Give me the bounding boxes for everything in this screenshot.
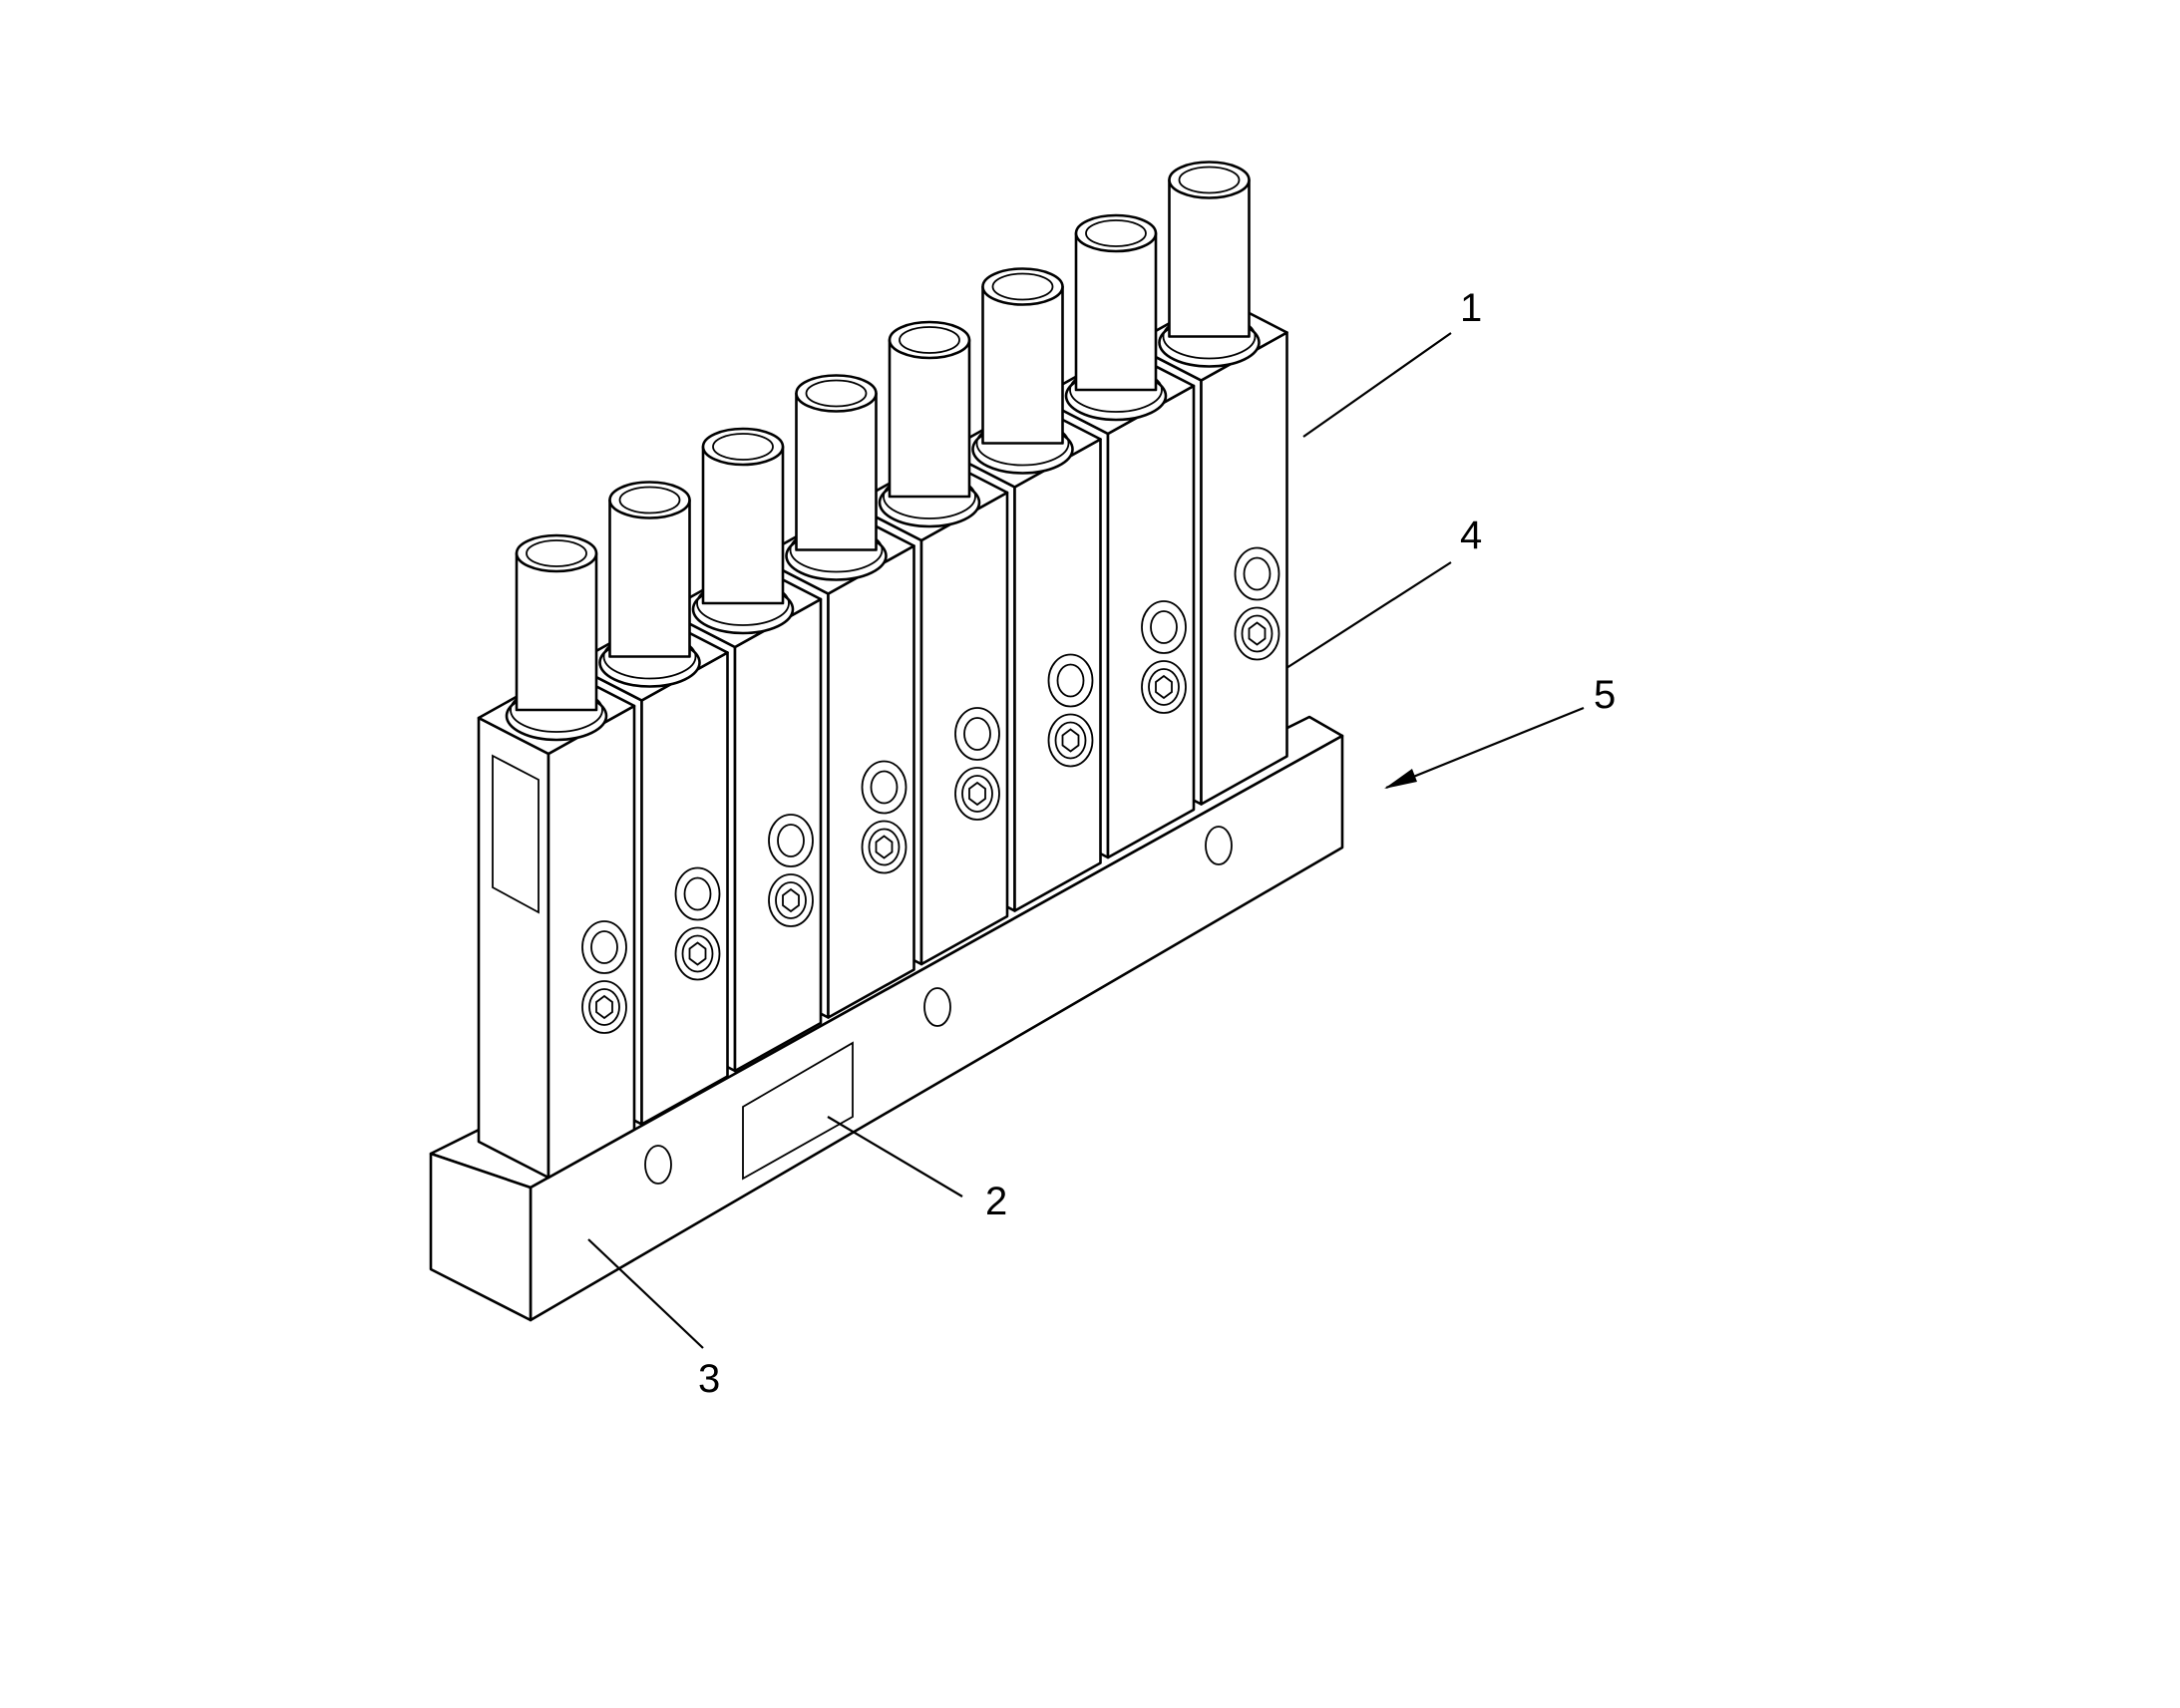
hex-socket-icon [782,887,800,913]
screw-inner [961,775,993,813]
callout-4: 4 [1460,513,1482,557]
base-hole [923,987,951,1027]
screw-inner [588,988,620,1026]
screw-inner [1148,668,1180,706]
leader-lines [587,332,1585,1349]
screw-inner [1054,721,1087,760]
screw-inner [1241,614,1273,653]
cap-body [608,499,691,658]
port-ring [768,814,814,867]
port-hole [963,717,991,751]
screw-head [768,873,814,927]
port-ring [861,760,908,815]
cap-body [701,445,785,605]
base-nameplate [742,1041,854,1181]
port-hole [1243,556,1272,591]
leader-2 [827,1116,963,1197]
hex-socket-icon [688,941,707,966]
port-hole [590,930,618,964]
port-hole [870,770,899,805]
cap-body [888,338,971,499]
valve-modules [477,161,1288,1180]
leader-1 [1302,332,1452,438]
screw-inner [681,934,714,973]
screw-head [1141,660,1187,714]
hex-socket-icon [595,994,613,1020]
screw-head [954,767,1000,821]
valve-module [477,533,636,1180]
cap-top-inner [618,486,681,514]
cap-top-inner [899,326,960,354]
cap-top-inner [1085,219,1147,247]
cap-top-inner [712,433,774,461]
port-ring [954,707,1000,761]
screw-head [1047,713,1094,768]
callout-labels: 1 2 3 4 5 [698,286,1616,1401]
port-hole [1056,663,1085,698]
port-ring [1141,600,1187,654]
port-ring [581,920,627,974]
cap-body [795,392,878,551]
screw-inner [868,828,901,866]
cap-top-inner [991,272,1054,301]
port-hole [683,876,712,911]
screw-head [674,926,721,981]
hex-socket-icon [1061,728,1080,753]
cap-body [981,285,1064,445]
cap-top-inner [1178,166,1241,194]
screw-head [581,980,627,1034]
port-ring [674,866,721,921]
label-window [492,754,540,914]
cap-body [515,551,598,712]
base-hole [1205,826,1233,865]
screw-head [1234,606,1280,661]
leader-3 [587,1238,704,1349]
cap-top-inner [526,539,587,567]
callout-3: 3 [698,1357,720,1401]
screw-inner [775,881,807,919]
port-ring [1234,546,1280,601]
cap-body [1168,178,1251,338]
callout-5: 5 [1594,673,1616,717]
hex-socket-icon [1248,621,1267,646]
callout-1: 1 [1460,286,1482,330]
screw-head [861,820,908,874]
port-hole [1150,610,1178,644]
cap-top-inner [805,379,868,408]
leader-4 [1285,561,1452,669]
port-ring [1047,653,1094,708]
callout-2: 2 [985,1180,1007,1223]
leader-5 [1385,706,1585,790]
hex-socket-icon [1155,674,1173,700]
cap-body [1074,231,1158,392]
hex-socket-icon [968,781,986,807]
arrowhead-5 [1384,769,1417,789]
base-hole [644,1145,672,1185]
port-hole [777,824,805,857]
hex-socket-icon [875,835,894,859]
